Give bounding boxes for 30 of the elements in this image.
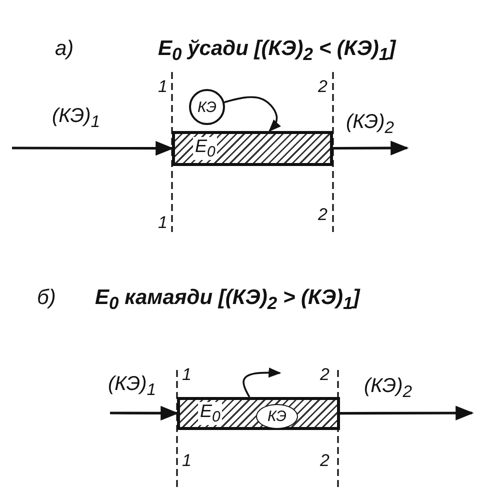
hatched-bar bbox=[177, 397, 340, 430]
section-number: 1 bbox=[158, 78, 168, 95]
section-number: 2 bbox=[320, 452, 330, 469]
arrow bbox=[340, 406, 474, 420]
edge-label: (КЭ)$_{2}$ bbox=[346, 112, 394, 137]
quantity-label: КЭ bbox=[266, 409, 288, 424]
energy-circle bbox=[189, 89, 225, 125]
energy-label: E$_{0}$ bbox=[193, 137, 218, 160]
arrow bbox=[242, 368, 282, 398]
heading-formula: E$_{0}$ камаяди [(КЭ)$_{2}$ > (КЭ)$_{1}$] bbox=[95, 287, 360, 313]
section-number: 1 bbox=[182, 366, 192, 383]
edge-label: (КЭ)$_{2}$ bbox=[364, 376, 412, 401]
arrow bbox=[224, 96, 281, 132]
arrow bbox=[333, 140, 409, 156]
edge-label: (КЭ)$_{1}$ bbox=[108, 374, 156, 399]
quantity-label: КЭ bbox=[196, 100, 218, 114]
energy-ellipse bbox=[256, 404, 298, 429]
section-number: 2 bbox=[318, 78, 328, 95]
hatched-bar bbox=[172, 131, 333, 166]
section-number: 2 bbox=[320, 366, 330, 383]
panel-letter: б) bbox=[37, 287, 56, 308]
energy-label: E$_{0}$ bbox=[198, 402, 222, 425]
arrow bbox=[12, 141, 174, 156]
panel-letter: а) bbox=[55, 38, 74, 59]
section-number: 2 bbox=[318, 206, 328, 223]
heading-formula: E$_{0}$ ўсади [(КЭ)$_{2}$ < (КЭ)$_{1}$] bbox=[158, 38, 396, 64]
edge-label: (КЭ)$_{1}$ bbox=[52, 106, 100, 131]
section-number: 1 bbox=[182, 452, 192, 469]
section-number: 1 bbox=[158, 214, 168, 231]
arrow bbox=[110, 406, 179, 420]
